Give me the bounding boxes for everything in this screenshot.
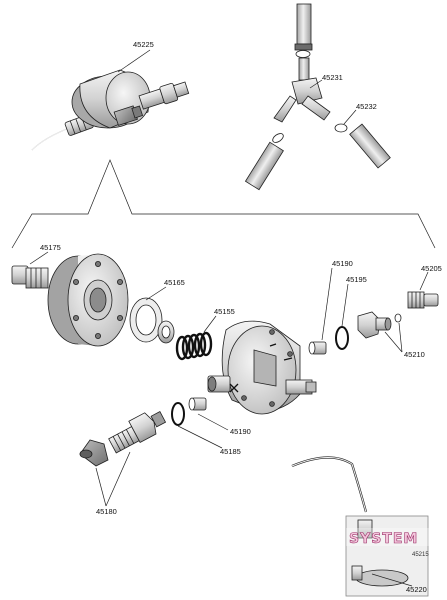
leader-45180-a [95,467,107,507]
part-label-45195: 45195 [346,275,367,284]
sensor-45220 [291,456,429,597]
part-label-45190-bottom: 45190 [230,427,251,436]
flange-disc [47,253,129,347]
part-label-45185: 45185 [220,447,241,456]
o-ring-45185 [171,402,185,426]
spring-45155 [175,331,213,361]
leader-45185 [177,425,223,449]
leader-45231 [309,79,323,89]
part-label-45165: 45165 [164,278,185,287]
part-label-45205: 45205 [421,264,442,273]
fitting-45180 [108,411,167,454]
gasket-ring-45165 [129,297,163,343]
part-label-45232: 45232 [356,102,377,111]
leader-45225 [117,49,151,73]
connector-45205 [407,291,439,309]
part-label-45155: 45155 [214,307,235,316]
side-fitting [138,81,190,110]
leader-45195 [341,283,349,327]
valve-body [207,320,317,415]
system-logo-watermark: SYSTEM 45215 [346,528,434,558]
nozzle-45180 [79,439,109,467]
o-ring-45195 [335,326,349,350]
leader-45165 [145,286,167,301]
leader-45155 [203,315,217,333]
leader-45205 [419,271,429,291]
nut-45210 [357,311,402,339]
leader-45180-b [105,451,131,507]
part-label-45180: 45180 [96,507,117,516]
cable [31,126,73,151]
part-label-45190-top: 45190 [332,259,353,268]
part-label-45231: 45231 [322,73,343,82]
svg-text:SYSTEM: SYSTEM [349,531,418,547]
part-label-45175: 45175 [40,243,61,252]
leader-45220 [371,573,413,587]
part-label-45220: 45220 [406,585,427,594]
callout-bracket [11,159,436,249]
leader-45210-a [384,331,403,353]
pin-45190-top [308,341,327,355]
leader-45232 [343,109,357,125]
part-label-45210: 45210 [404,350,425,359]
leader-45175 [29,251,49,265]
leader-45190-bottom [197,413,229,431]
leader-45210-b [398,322,403,353]
washer [157,320,175,344]
plug-45175 [11,265,49,289]
part-label-45225: 45225 [133,40,154,49]
leader-45190-top [321,267,333,341]
front-nozzle [113,105,144,126]
pin-45190-bottom [188,397,207,411]
svg-text:45215: 45215 [412,552,429,558]
assembled-valve-unit [31,69,190,151]
tee-fitting-assembly [244,3,391,191]
